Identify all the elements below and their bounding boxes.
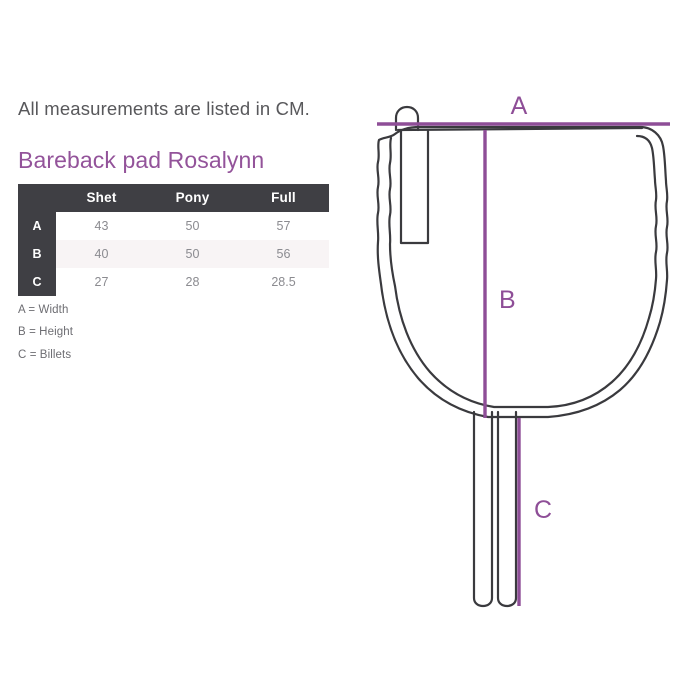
legend-item-a: A = Width xyxy=(18,303,69,316)
cell-c-full: 28.5 xyxy=(271,274,296,289)
cell-a-pony: 50 xyxy=(185,218,200,233)
column-header-full: Full xyxy=(271,190,296,206)
pad-outer-edge xyxy=(376,125,669,419)
size-table-head: Shet Pony Full xyxy=(18,183,329,212)
row-label-c: C xyxy=(18,267,56,296)
cell-a-shet: 43 xyxy=(94,218,109,233)
legend-item-c: C = Billets xyxy=(18,348,72,361)
table-row: A 43 50 57 xyxy=(18,211,329,240)
cell-a-full: 57 xyxy=(276,218,291,233)
cell-b-shet: 40 xyxy=(94,246,109,261)
info-panel: All measurements are listed in CM. Bareb… xyxy=(18,98,348,372)
pad-outline-group xyxy=(376,105,669,608)
billet-strap-1 xyxy=(472,410,494,608)
row-label-b: B xyxy=(18,239,56,268)
table-corner-cell xyxy=(18,183,56,212)
cell-b-full: 56 xyxy=(276,246,291,261)
billet-strap-2 xyxy=(496,410,518,608)
column-header-pony: Pony xyxy=(175,190,210,206)
billet-keeper-strap xyxy=(399,128,430,245)
measurement-note: All measurements are listed in CM. xyxy=(18,98,310,119)
dimension-label-b: B xyxy=(499,286,516,314)
table-row: B 40 50 56 xyxy=(18,239,329,268)
dimension-lines-group xyxy=(377,122,670,606)
legend-item-b: B = Height xyxy=(18,326,74,339)
size-table-body: A 43 50 57 B 40 50 56 C 27 28 28.5 xyxy=(18,211,329,296)
cell-b-pony: 50 xyxy=(185,246,200,261)
dimension-label-a: A xyxy=(511,92,528,120)
keeper-loop-icon xyxy=(394,105,420,132)
cell-c-pony: 28 xyxy=(185,274,200,289)
legend: A = Width B = Height C = Billets xyxy=(18,303,348,362)
row-label-a: A xyxy=(18,211,56,240)
size-table: Shet Pony Full A 43 50 57 B 40 50 56 xyxy=(18,183,329,296)
table-header-row: Shet Pony Full xyxy=(18,183,329,212)
dimension-label-c: C xyxy=(534,496,552,524)
cell-c-shet: 27 xyxy=(94,274,109,289)
column-header-shet: Shet xyxy=(86,190,117,206)
page-title: Bareback pad Rosalynn xyxy=(18,147,265,174)
pad-inner-seam xyxy=(388,134,658,409)
table-row: C 27 28 28.5 xyxy=(18,267,329,296)
bareback-pad-diagram: A B C xyxy=(352,86,700,626)
pad-top-edge xyxy=(396,126,644,132)
pad-illustration-svg: A B C xyxy=(376,92,670,608)
